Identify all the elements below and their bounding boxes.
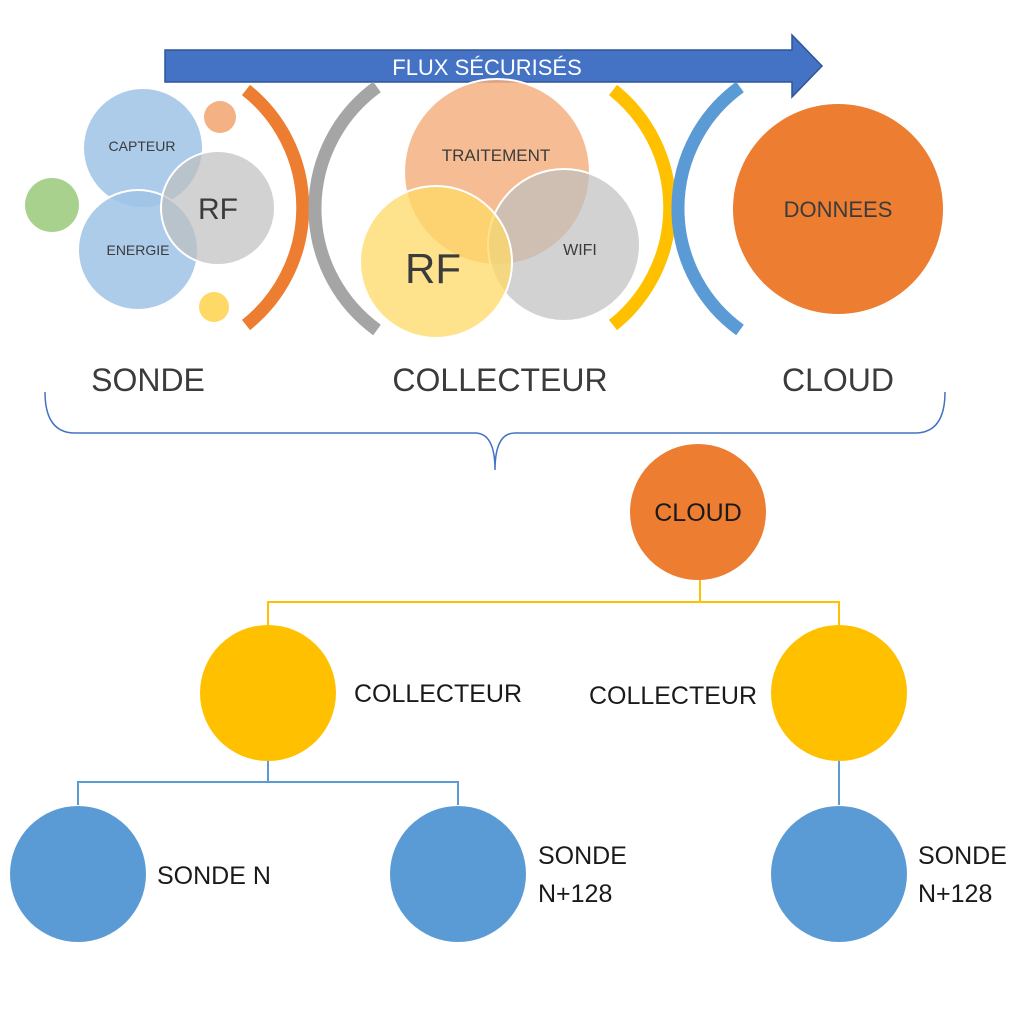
tree-collecteur-left-circle	[200, 625, 336, 761]
secure-flow-label: FLUX SÉCURISÉS	[392, 55, 582, 80]
tree-sonde-a-node: SONDE N	[10, 806, 271, 942]
energie-label: ENERGIE	[106, 242, 169, 258]
tree-sonde-b-label-line1: SONDE	[538, 842, 627, 870]
collecteur-rf-circle	[359, 185, 513, 339]
collecteur-rf-label: RF	[405, 245, 461, 292]
sonde-cluster: CAPTEUR ENERGIE RF	[25, 87, 276, 322]
tree-collecteur-left-label: COLLECTEUR	[354, 680, 522, 708]
collecteur-cluster: TRAITEMENT WIFI RF	[359, 78, 641, 339]
sonde-rf-circle	[160, 150, 276, 266]
collecteur-section-label: COLLECTEUR	[392, 362, 607, 398]
donnees-circle	[733, 104, 943, 314]
tree-sonde-c-label-line1: SONDE	[918, 842, 1007, 870]
sonde-section-label: SONDE	[91, 362, 205, 398]
tree-cloud-circle	[630, 444, 766, 580]
collecteur-left-to-sonde-b-line	[268, 781, 459, 805]
secure-flow-arrow-shape	[164, 33, 824, 99]
wifi-label: WIFI	[563, 242, 597, 259]
tree-sonde-c-node: SONDE N+128	[771, 806, 1007, 942]
tree-collecteur-right-label: COLLECTEUR	[589, 682, 757, 710]
tree-sonde-a-label: SONDE N	[157, 862, 271, 890]
sonde-rf-label: RF	[198, 193, 238, 226]
grouping-brace	[44, 391, 946, 471]
cloud-to-collecteur-right-line	[700, 601, 840, 625]
yellow-dot	[199, 292, 229, 322]
collecteur-left-arc	[308, 81, 381, 336]
sonde-bracket-arc	[241, 84, 310, 331]
tree-connectors	[77, 578, 840, 805]
collecteur-left-to-sondes-line	[77, 760, 269, 805]
capteur-label: CAPTEUR	[109, 138, 176, 154]
tree-sonde-b-node: SONDE N+128	[390, 806, 627, 942]
donnees-label: DONNEES	[784, 197, 893, 222]
tree-sonde-b-circle	[390, 806, 526, 942]
green-dot	[25, 178, 79, 232]
cloud-cluster: DONNEES	[733, 104, 943, 314]
tree-sonde-b-label-line2: N+128	[538, 880, 612, 908]
cloud-to-collecteurs-line	[267, 578, 701, 625]
traitement-label: TRAITEMENT	[442, 146, 551, 165]
tree-sonde-a-circle	[10, 806, 146, 942]
tree-collecteur-right-node: COLLECTEUR	[589, 625, 907, 761]
tree-root-node: CLOUD	[630, 444, 766, 580]
cloud-left-arc	[671, 81, 744, 336]
tree-collecteur-right-circle	[771, 625, 907, 761]
tree-sonde-c-label-line2: N+128	[918, 880, 992, 908]
tree-sonde-c-circle	[771, 806, 907, 942]
collecteur-right-arc	[608, 84, 677, 331]
secure-flow-arrow: FLUX SÉCURISÉS	[164, 33, 824, 99]
cloud-section-label: CLOUD	[782, 362, 894, 398]
tree-collecteur-left-node: COLLECTEUR	[200, 625, 522, 761]
tree-cloud-label: CLOUD	[654, 499, 742, 527]
orange-dot	[204, 101, 236, 133]
